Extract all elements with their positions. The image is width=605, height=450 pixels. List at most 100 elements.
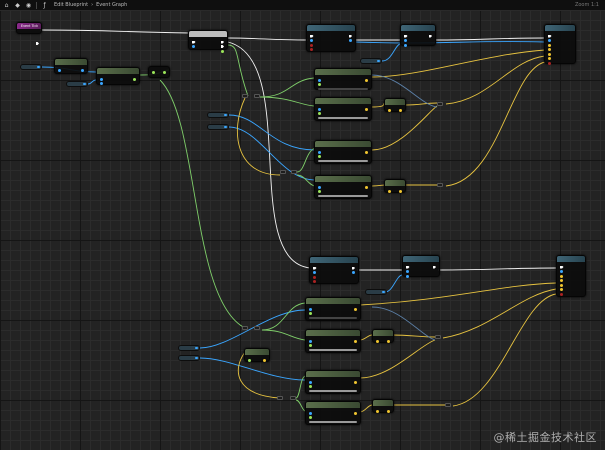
pin-icon[interactable]: ◆ <box>15 1 20 9</box>
pure-node[interactable] <box>54 58 88 74</box>
variable-get-node[interactable] <box>20 64 42 70</box>
pin-value-field[interactable] <box>309 348 357 351</box>
input-pin[interactable] <box>548 52 551 56</box>
reroute-node[interactable] <box>435 335 441 339</box>
input-pin[interactable] <box>192 45 195 48</box>
math-node[interactable] <box>384 179 406 193</box>
exec-in-pin[interactable] <box>310 34 314 38</box>
input-pin[interactable] <box>560 274 563 278</box>
input-pin[interactable] <box>404 43 407 47</box>
pin-value-field[interactable] <box>318 194 368 197</box>
exec-out-pin[interactable] <box>35 42 39 45</box>
exec-out-pin[interactable] <box>220 45 224 48</box>
input-pin[interactable] <box>310 43 313 47</box>
variable-get-node[interactable] <box>178 355 200 361</box>
input-pin[interactable] <box>548 39 551 42</box>
variable-get-node[interactable] <box>360 58 382 64</box>
home-icon[interactable]: ⌂ <box>4 1 9 9</box>
object-out-pin[interactable] <box>83 82 86 86</box>
breadcrumb-item[interactable]: Event Graph <box>96 2 128 8</box>
object-out-pin[interactable] <box>195 356 198 360</box>
input-pin[interactable] <box>376 339 379 343</box>
reroute-node[interactable] <box>254 94 260 98</box>
input-pin[interactable] <box>309 380 312 384</box>
eye-icon[interactable]: ◉ <box>25 1 32 9</box>
input-pin[interactable] <box>404 39 407 42</box>
pure-node[interactable] <box>314 175 372 199</box>
input-pin[interactable] <box>548 43 551 47</box>
input-pin[interactable] <box>248 358 251 362</box>
exec-out-pin[interactable] <box>351 266 355 270</box>
input-pin[interactable] <box>318 150 321 154</box>
output-pin[interactable] <box>81 68 84 72</box>
pin-value-field[interactable] <box>309 316 357 319</box>
input-pin[interactable] <box>313 280 316 283</box>
input-pin[interactable] <box>560 279 563 282</box>
event-tick-node[interactable]: Event Tick <box>16 22 42 45</box>
math-node[interactable] <box>384 98 406 112</box>
function-node[interactable] <box>402 255 440 278</box>
variable-get-node[interactable] <box>207 124 229 130</box>
input-pin[interactable] <box>388 189 391 193</box>
output-pin[interactable] <box>163 70 166 74</box>
output-pin[interactable] <box>221 49 224 53</box>
input-pin[interactable] <box>560 288 563 291</box>
input-pin[interactable] <box>318 83 321 86</box>
exec-in-pin[interactable] <box>404 34 408 38</box>
pin-value-field[interactable] <box>318 116 368 119</box>
output-pin[interactable] <box>387 339 390 343</box>
function-node[interactable] <box>309 256 359 284</box>
input-pin[interactable] <box>100 77 103 81</box>
output-pin[interactable] <box>365 185 368 189</box>
reroute-node[interactable] <box>280 170 286 174</box>
input-pin[interactable] <box>318 112 321 115</box>
function-node[interactable] <box>400 24 436 47</box>
object-out-pin[interactable] <box>37 65 40 69</box>
input-pin[interactable] <box>376 409 379 413</box>
output-pin[interactable] <box>365 107 368 111</box>
input-pin[interactable] <box>406 270 409 273</box>
object-out-pin[interactable] <box>195 346 198 350</box>
output-pin[interactable] <box>133 77 136 81</box>
pin-value-field[interactable] <box>309 420 357 423</box>
reroute-node[interactable] <box>254 326 260 330</box>
reroute-node[interactable] <box>242 326 248 330</box>
input-pin[interactable] <box>152 70 155 74</box>
pure-node[interactable] <box>305 401 361 425</box>
exec-in-pin[interactable] <box>548 34 552 38</box>
reroute-node[interactable] <box>242 94 248 98</box>
compact-node[interactable] <box>148 66 170 78</box>
pin-value-field[interactable] <box>318 159 368 162</box>
input-pin[interactable] <box>313 275 316 279</box>
reroute-node[interactable] <box>437 102 443 106</box>
exec-in-pin[interactable] <box>192 40 196 44</box>
math-node[interactable] <box>372 329 394 343</box>
pure-node[interactable] <box>314 97 372 121</box>
reroute-node[interactable] <box>437 183 443 187</box>
variable-get-node[interactable] <box>66 81 88 87</box>
input-pin[interactable] <box>309 416 312 419</box>
reroute-node[interactable] <box>277 396 283 400</box>
input-pin[interactable] <box>309 385 312 388</box>
input-pin[interactable] <box>309 307 312 311</box>
variable-get-node[interactable] <box>365 289 387 295</box>
breadcrumb-item[interactable]: Edit Blueprint <box>54 2 89 8</box>
function-node[interactable] <box>188 30 228 53</box>
pure-node[interactable] <box>314 140 372 164</box>
pure-node[interactable] <box>305 297 361 321</box>
exec-out-pin[interactable] <box>428 34 432 38</box>
reroute-node[interactable] <box>290 396 296 400</box>
input-pin[interactable] <box>388 108 391 112</box>
input-pin[interactable] <box>309 339 312 343</box>
input-pin[interactable] <box>310 39 313 42</box>
input-pin[interactable] <box>560 283 563 287</box>
pure-node[interactable] <box>305 329 361 353</box>
output-pin[interactable] <box>263 358 266 362</box>
output-pin[interactable] <box>365 150 368 154</box>
object-out-pin[interactable] <box>382 290 385 294</box>
input-pin[interactable] <box>318 185 321 189</box>
output-pin[interactable] <box>387 409 390 413</box>
input-pin[interactable] <box>318 78 321 82</box>
object-out-pin[interactable] <box>377 59 380 63</box>
input-pin[interactable] <box>100 82 103 85</box>
